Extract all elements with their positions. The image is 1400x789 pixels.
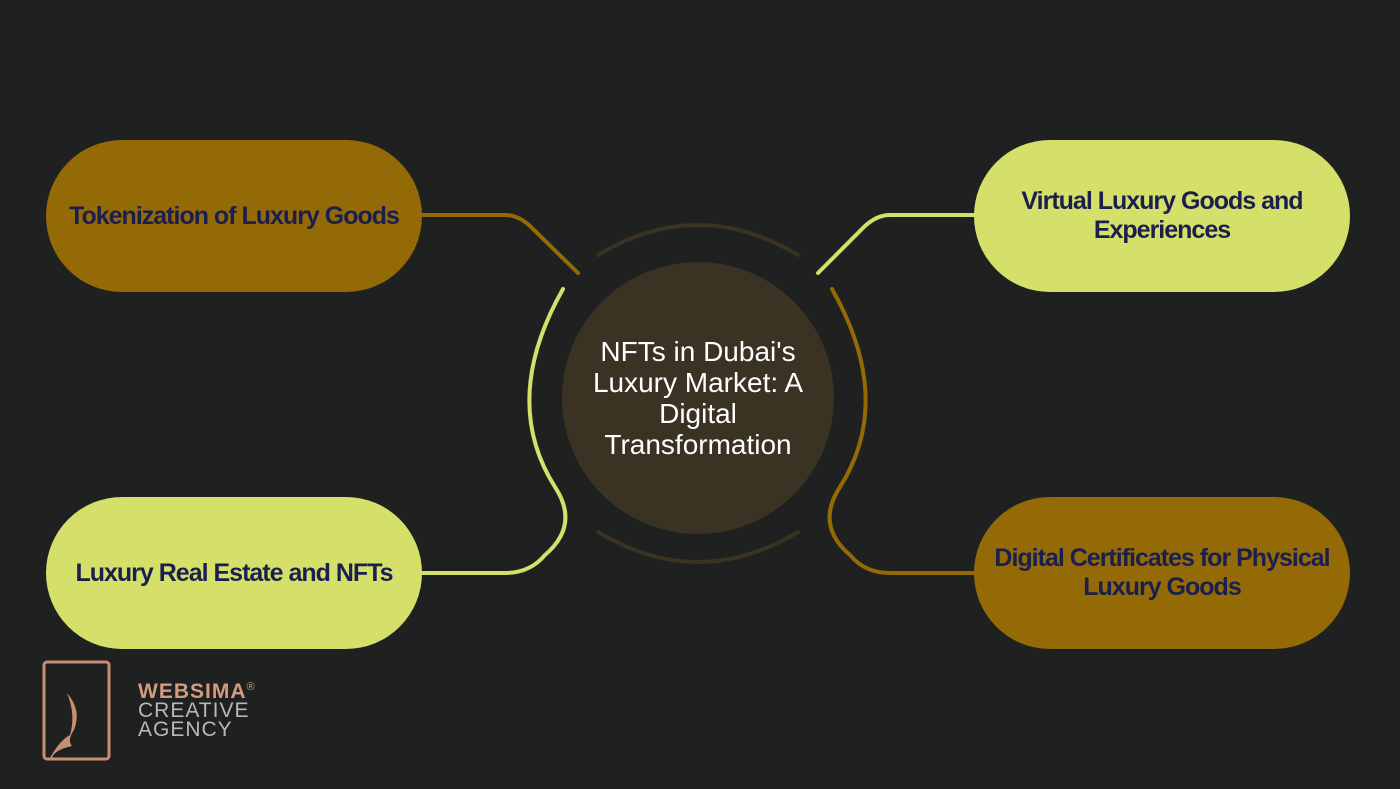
connector-top-right bbox=[816, 213, 977, 275]
brand-line-2: CREATIVE bbox=[138, 699, 250, 722]
node-label: Virtual Luxury Goods and Experiences bbox=[1021, 187, 1303, 244]
bottom-arc bbox=[596, 530, 800, 564]
brand-line-3: AGENCY bbox=[138, 718, 233, 741]
brand-text: WEBSIMA® CREATIVE AGENCY bbox=[138, 678, 256, 741]
node-tokenization: Tokenization of Luxury Goods bbox=[46, 140, 422, 292]
node-digital-certificates: Digital Certificates for Physical Luxury… bbox=[974, 497, 1350, 649]
node-label: Tokenization of Luxury Goods bbox=[69, 201, 400, 230]
node-virtual-goods: Virtual Luxury Goods and Experiences bbox=[974, 140, 1350, 292]
brand-name: WEBSIMA bbox=[138, 680, 247, 703]
central-topic: NFTs in Dubai's Luxury Market: A Digital… bbox=[562, 262, 834, 534]
node-real-estate: Luxury Real Estate and NFTs bbox=[46, 497, 422, 649]
connector-top-left bbox=[418, 213, 580, 275]
top-arc bbox=[596, 223, 800, 257]
registered-mark: ® bbox=[246, 681, 256, 693]
connector-bottom-left bbox=[418, 287, 568, 575]
websima-logo-icon bbox=[42, 660, 111, 761]
node-label: Digital Certificates for Physical Luxury… bbox=[994, 544, 1330, 601]
connector-bottom-right bbox=[827, 287, 977, 575]
node-label: Luxury Real Estate and NFTs bbox=[75, 558, 393, 587]
central-topic-title: NFTs in Dubai's Luxury Market: A Digital… bbox=[592, 336, 804, 460]
